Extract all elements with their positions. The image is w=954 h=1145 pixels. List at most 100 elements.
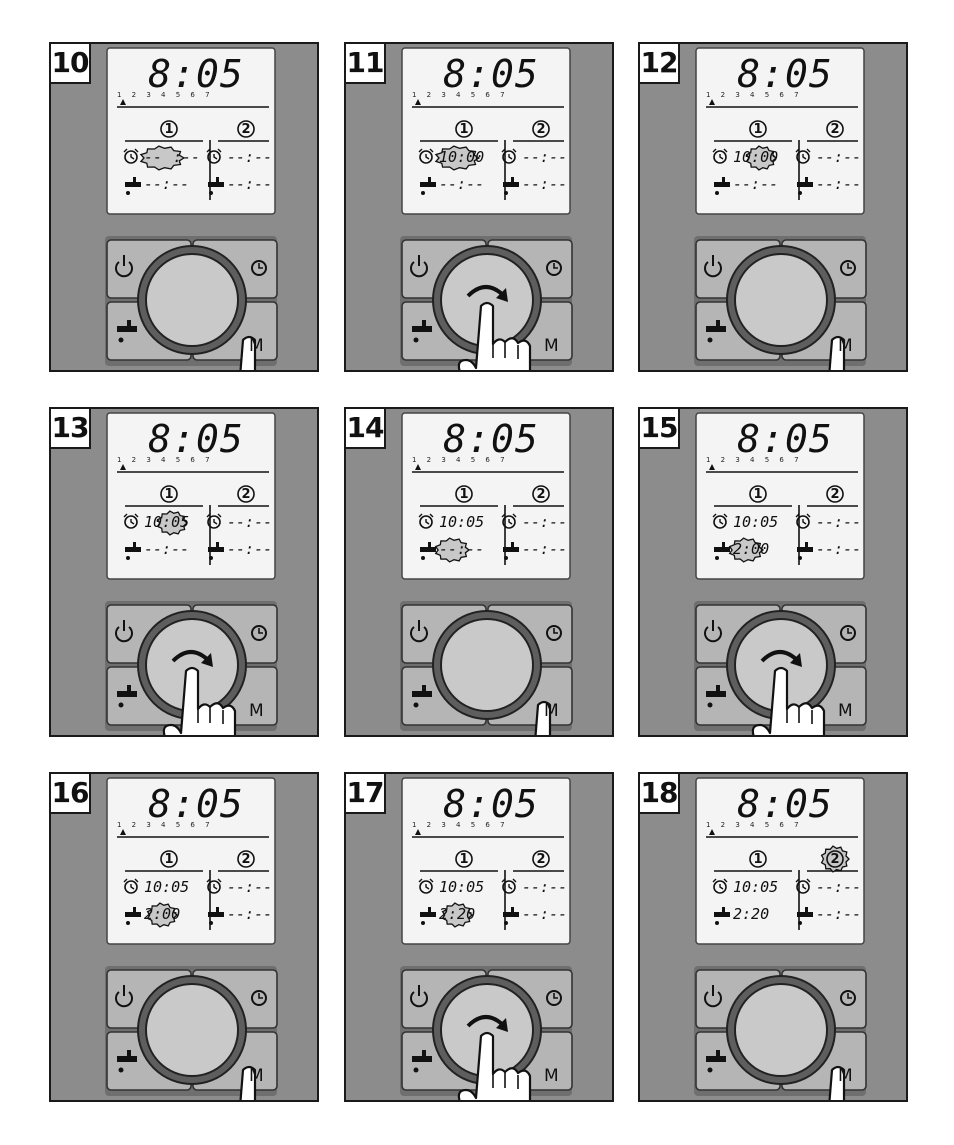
device-illustration — [51, 44, 317, 370]
tap-icon — [125, 177, 141, 195]
instruction-step-panel: 16 8:05 1 2 3 4 5 6 7 1 2 10:05 2:00 --:… — [49, 772, 319, 1102]
device-illustration — [346, 409, 612, 735]
program-1-duration: --:-- — [439, 540, 485, 558]
tap-button-icon — [117, 1050, 137, 1073]
program-1-label: 1 — [753, 487, 763, 502]
lcd-screen — [401, 412, 571, 580]
pointing-hand-icon — [162, 666, 237, 735]
tap-icon — [420, 542, 436, 560]
blink-highlight — [728, 537, 765, 563]
m-button-label: M — [544, 701, 559, 721]
alarm-clock-icon — [206, 878, 222, 894]
lcd-screen — [106, 777, 276, 945]
program-1-on-time: 10:00 — [733, 148, 779, 166]
device-illustration — [640, 409, 906, 735]
alarm-clock-icon — [795, 513, 811, 529]
pointing-hand-icon — [828, 1065, 846, 1100]
instruction-step-panel: 17 8:05 1 2 3 4 5 6 7 1 2 10:05 2:20 --:… — [344, 772, 614, 1102]
lcd-time: 8:05 — [737, 52, 833, 96]
program-1-duration: 2:00 — [733, 540, 770, 558]
day-indicators: 1 2 3 4 5 6 7 — [412, 821, 509, 829]
program-1-label: 1 — [753, 852, 763, 867]
m-button-label: M — [249, 701, 264, 721]
program-2-duration: --:-- — [522, 175, 568, 193]
alarm-clock-icon — [418, 148, 434, 164]
alarm-clock-icon — [501, 513, 517, 529]
tap-button-icon — [117, 685, 137, 708]
blink-highlight — [434, 537, 471, 563]
clock-icon — [840, 990, 856, 1006]
blink-highlight — [745, 145, 777, 171]
alarm-clock-icon — [795, 148, 811, 164]
tap-icon — [125, 542, 141, 560]
program-2-on-time: --:-- — [816, 513, 862, 531]
program-1-label: 1 — [164, 852, 174, 867]
tap-icon — [420, 907, 436, 925]
program-1-on-time: 10:05 — [733, 878, 779, 896]
tap-button-icon — [412, 685, 432, 708]
rotary-dial — [734, 253, 828, 347]
device-illustration — [51, 409, 317, 735]
tap-icon — [797, 177, 813, 195]
lcd-screen — [401, 47, 571, 215]
tap-icon — [420, 177, 436, 195]
program-2-duration: --:-- — [227, 540, 273, 558]
alarm-clock-icon — [501, 148, 517, 164]
step-number: 14 — [346, 409, 386, 449]
blink-highlight — [441, 902, 473, 928]
program-1-on-time: 10:05 — [144, 878, 190, 896]
clock-icon — [546, 260, 562, 276]
blink-highlight — [139, 145, 186, 171]
alarm-clock-icon — [712, 148, 728, 164]
m-button-label: M — [249, 336, 264, 356]
program-1-duration: --:-- — [144, 540, 190, 558]
program-1-duration: 2:00 — [144, 905, 181, 923]
day-indicators: 1 2 3 4 5 6 7 — [117, 91, 214, 99]
tap-icon — [797, 542, 813, 560]
instruction-step-panel: 14 8:05 1 2 3 4 5 6 7 1 2 10:05 --:-- --… — [344, 407, 614, 737]
program-2-on-time: --:-- — [522, 148, 568, 166]
program-1-on-time: 10:05 — [733, 513, 779, 531]
tap-button-icon — [706, 1050, 726, 1073]
tap-icon — [714, 177, 730, 195]
program-2-on-time: --:-- — [227, 513, 273, 531]
program-2-duration: --:-- — [522, 540, 568, 558]
alarm-clock-icon — [123, 148, 139, 164]
step-number: 15 — [640, 409, 680, 449]
power-icon — [115, 620, 133, 643]
m-button-label: M — [544, 336, 559, 356]
clock-icon — [251, 260, 267, 276]
instruction-step-panel: 18 8:05 1 2 3 4 5 6 7 1 2 10:05 2:20 --:… — [638, 772, 908, 1102]
program-1-on-time: 10:05 — [144, 513, 190, 531]
lcd-time: 8:05 — [443, 52, 539, 96]
lcd-time: 8:05 — [443, 782, 539, 826]
tap-button-icon — [117, 320, 137, 343]
day-indicators: 1 2 3 4 5 6 7 — [117, 821, 214, 829]
power-icon — [410, 255, 428, 278]
alarm-clock-icon — [418, 513, 434, 529]
lcd-screen — [106, 47, 276, 215]
program-1-label: 1 — [164, 487, 174, 502]
rotary-dial — [734, 983, 828, 1077]
program-1-duration: --:-- — [144, 175, 190, 193]
day-indicators: 1 2 3 4 5 6 7 — [117, 456, 214, 464]
power-icon — [704, 620, 722, 643]
tap-icon — [208, 542, 224, 560]
clock-icon — [840, 260, 856, 276]
program-1-on-time-tail: :-- — [173, 148, 201, 166]
m-button-label: M — [838, 1066, 853, 1086]
program-2-label: 2 — [241, 122, 251, 137]
day-indicators: 1 2 3 4 5 6 7 — [412, 456, 509, 464]
clock-icon — [546, 625, 562, 641]
power-icon — [704, 255, 722, 278]
program-1-label: 1 — [164, 122, 174, 137]
program-1-duration: 2:20 — [439, 905, 476, 923]
blink-highlight — [820, 845, 850, 873]
program-2-on-time: --:-- — [227, 878, 273, 896]
program-2-label: 2 — [830, 487, 840, 502]
program-2-on-time: --:-- — [816, 878, 862, 896]
program-2-duration: --:-- — [522, 905, 568, 923]
power-icon — [410, 620, 428, 643]
program-1-label: 1 — [753, 122, 763, 137]
blink-highlight — [434, 145, 481, 171]
